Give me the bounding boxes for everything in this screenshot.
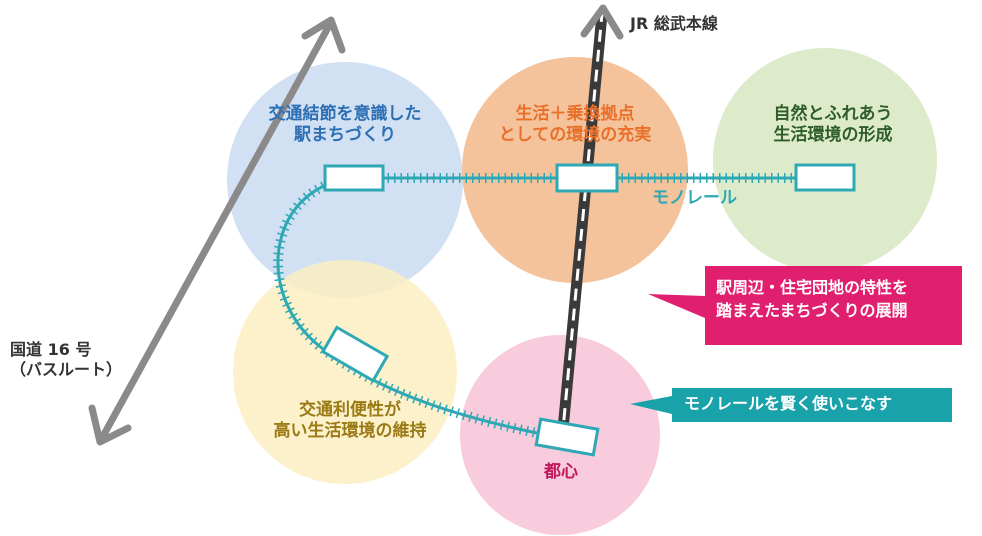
highway-arrow-top-icon <box>301 16 346 54</box>
teal-callout-shape <box>630 388 952 422</box>
rail-line-dashes <box>560 13 604 441</box>
highway-label-line1: 国道 16 号 <box>10 340 92 359</box>
station-box-icon <box>320 325 390 383</box>
teal-callout-text: モノレールを賢く使いこなす <box>684 394 893 413</box>
magenta-callout-line2: 踏まえたまちづくりの展開 <box>716 301 908 321</box>
highway-label-line2: （バスルート） <box>10 360 123 379</box>
rail-arrow-head-icon <box>580 4 624 40</box>
station-box-icon <box>323 164 385 192</box>
zone-label-green-line1: 自然とふれあう <box>773 104 893 124</box>
zone-label-blue: 交通結節を意識した 駅まちづくり <box>240 104 450 147</box>
zone-label-orange: 生活＋乗換拠点 としての環境の充実 <box>470 104 680 147</box>
highway-line <box>98 20 334 442</box>
monorail-branch-track-ties <box>273 173 553 441</box>
zone-label-yellow-line2: 高い生活環境の維持 <box>273 421 427 442</box>
zone-label-pink: 都心 <box>544 462 578 482</box>
zone-label-orange-line1: 生活＋乗換拠点 <box>515 104 635 124</box>
highway-label: 国道 16 号 （バスルート） <box>10 340 122 380</box>
zone-label-blue-line2: 駅まちづくり <box>294 125 396 146</box>
magenta-callout-shape <box>648 266 962 345</box>
zone-label-green: 自然とふれあう 生活環境の形成 <box>728 104 938 147</box>
zone-circle-yellow <box>233 260 457 484</box>
zone-label-orange-line2: としての環境の充実 <box>498 125 652 146</box>
zone-label-yellow: 交通利便性が 高い生活環境の維持 <box>240 400 460 443</box>
station-box-icon <box>555 163 619 193</box>
zone-label-yellow-line1: 交通利便性が <box>299 400 401 420</box>
highway-arrow-bottom-icon <box>88 404 132 446</box>
zone-label-blue-line1: 交通結節を意識した <box>268 104 422 124</box>
magenta-callout-text: 駅周辺・住宅団地の特性を 踏まえたまちづくりの展開 <box>716 276 908 322</box>
zone-circle-green <box>713 48 937 272</box>
rail-line-label: JR 総武本線 <box>630 14 718 33</box>
station-box-icon <box>794 163 856 192</box>
monorail-label: モノレール <box>652 188 737 208</box>
zone-label-green-line2: 生活環境の形成 <box>773 125 893 146</box>
magenta-callout-line1: 駅周辺・住宅団地の特性を <box>716 278 909 297</box>
station-box-icon <box>534 417 600 457</box>
